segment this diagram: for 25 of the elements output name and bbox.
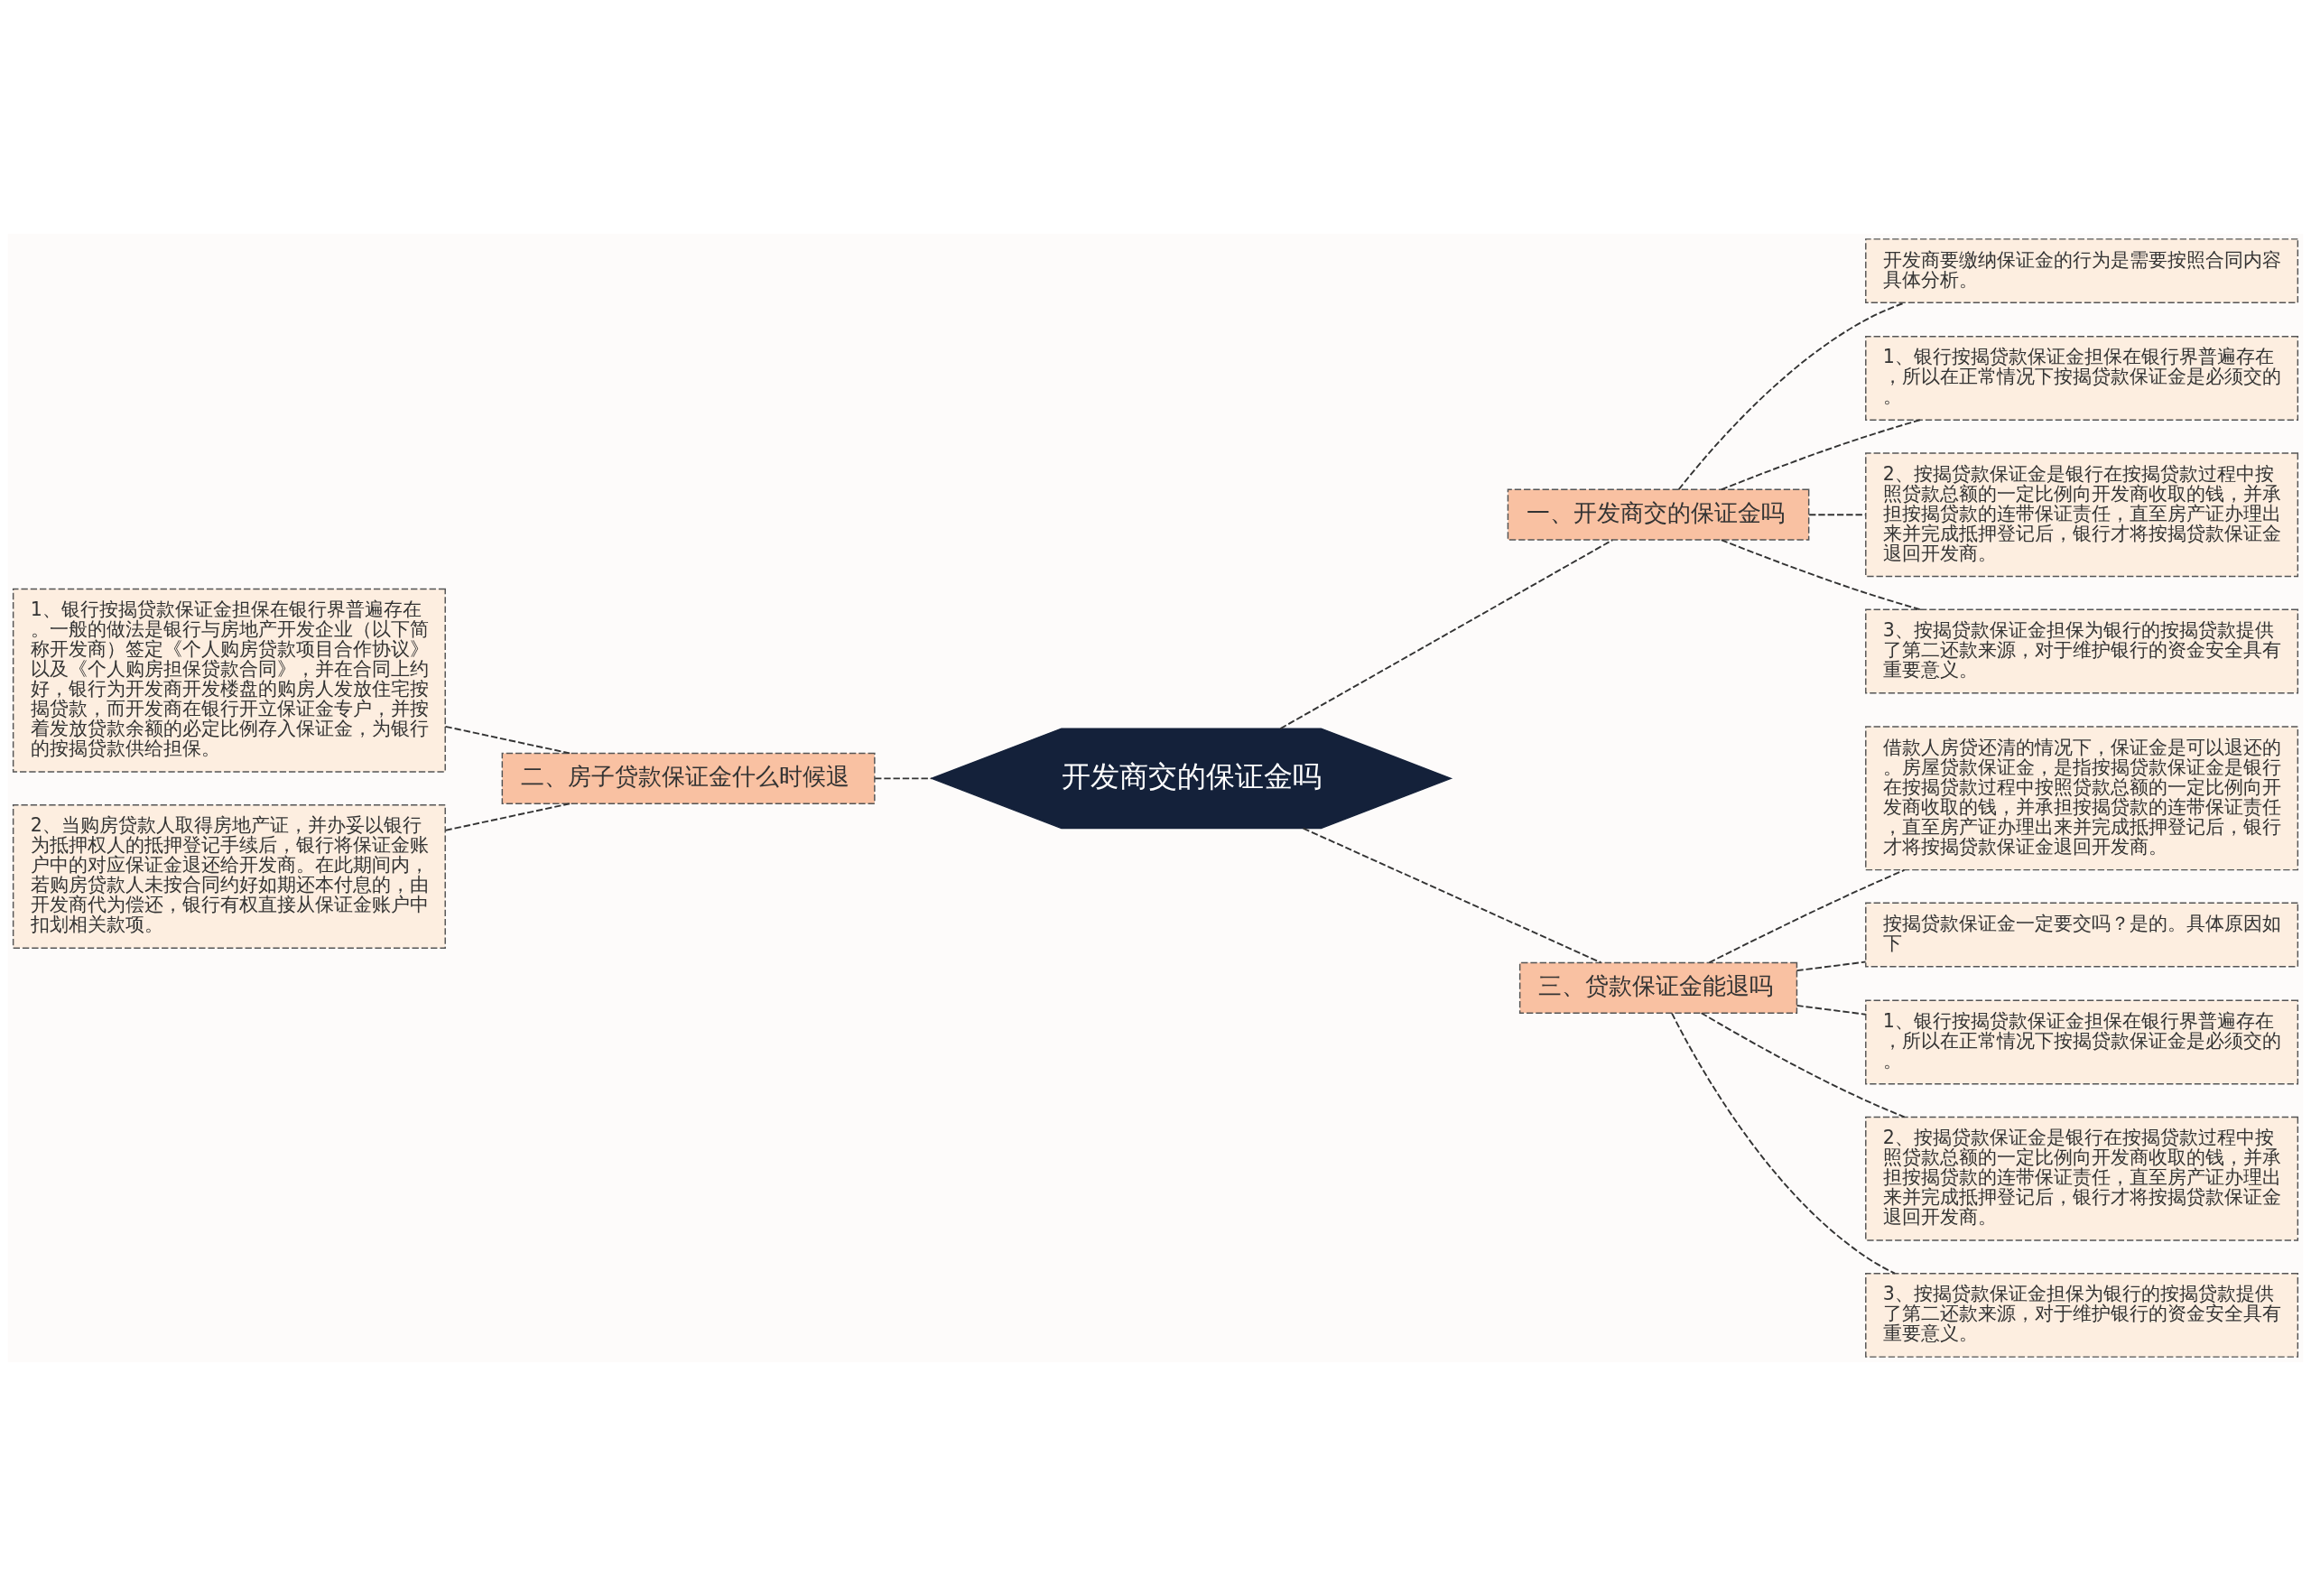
node-box: 开发商要缴纳保证金的行为是需要按照合同内容具体分析。 [1865,238,2299,304]
connector [1700,1012,1906,1118]
connector [874,777,933,780]
node-box: 1、银行按揭贷款保证金担保在银行界普遍存在，所以在正常情况下按揭贷款保证金是必须交的。 [1865,999,2299,1085]
node-box: 一、开发商交的保证金吗 [1507,488,1810,541]
connector [1671,1012,1896,1275]
node-box: 2、按揭贷款保证金是银行在按揭贷款过程中按照贷款总额的一定比例向开发商收取的钱，并承担按揭贷款的连带保证责任，直至房产证办理出来并完成抵押登记后，银行才将按揭贷款保证金退回开发商。 [1865,452,2299,578]
node-box: 1、银行按揭贷款保证金担保在银行界普遍存在。一般的做法是银行与房地产开发企业（以下简称开发商）签定《个人购房贷款项目合作协议》以及《个人购房担保贷款合同》，并在合同上约好，银行为开发商开发楼盘的购房人发放住宅按揭贷款，而开发商在银行开立保证金专户，并按着发放贷款余额的必定比例存入保证金，为银行的按揭贷款供给担保。 [12,588,446,773]
node-box: 1、银行按揭贷款保证金担保在银行界普遍存在，所以在正常情况下按揭贷款保证金是必须交的。 [1865,336,2299,421]
node-box: 借款人房贷还清的情况下，保证金是可以退还的。房屋贷款保证金，是指按揭贷款保证金是银行在按揭贷款过程中按照贷款总额的一定比例向开发商收取的钱，并承担按揭贷款的连带保证责任，直至房产证办理出来并完成抵押登记后，银行才将按揭贷款保证金退回开发商。 [1865,726,2299,871]
connector [1808,514,1867,516]
connector [1796,960,1867,972]
connector [444,725,571,755]
node-box: 2、当购房贷款人取得房地产证，并办妥以银行为抵押权人的抵押登记手续后，银行将保证金账户中的对应保证金退还给开发商。在此期间内，若购房贷款人未按合同约好如期还本付息的，由开发商代为偿还，银行有权直接从保证金账户中扣划相关款项。 [12,803,446,949]
connector [1677,302,1906,491]
node-box: 2、按揭贷款保证金是银行在按揭贷款过程中按照贷款总额的一定比例向开发商收取的钱，并承担按揭贷款的连带保证责任，直至房产证办理出来并完成抵押登记后，银行才将按揭贷款保证金退回开发商。 [1865,1116,2299,1241]
node-box: 3、按揭贷款保证金担保为银行的按揭贷款提供了第二还款来源，对于维护银行的资金安全具有重要意义。 [1865,1272,2299,1358]
node-box: 二、房子贷款保证金什么时候退 [501,752,876,804]
connector [1302,827,1602,964]
node-box: 三、贷款保证金能退吗 [1518,961,1798,1014]
connector [1796,1004,1867,1016]
node-box: 3、按揭贷款保证金担保为银行的按揭贷款提供了第二还款来源，对于维护银行的资金安全具有重要意义。 [1865,608,2299,694]
connector [1279,539,1614,729]
node-box: 按揭贷款保证金一定要交吗？是的。具体原因如下 [1865,902,2299,968]
connector [444,803,571,831]
